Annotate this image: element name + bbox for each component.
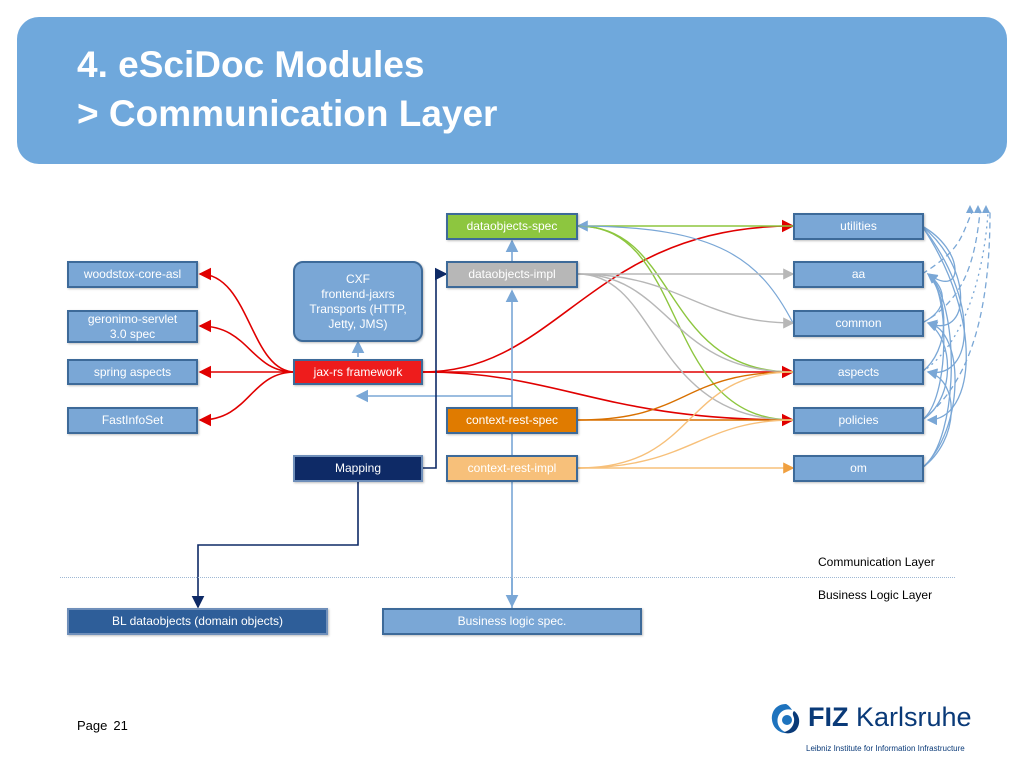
node-aa: aa: [793, 261, 924, 288]
node-mapping: Mapping: [293, 455, 423, 482]
jaxrs-right-dependencies: [422, 219, 795, 427]
page-title-line-2: > Communication Layer: [77, 93, 498, 134]
fiz-karlsruhe-logo: FIZ Karlsruhe Leibniz Institute for Info…: [770, 700, 1000, 760]
title-banner: 4. eSciDoc Modules > Communication Layer: [17, 17, 1007, 164]
page-label: Page: [77, 718, 108, 733]
spec-to-common: [577, 225, 794, 324]
context-rest-impl-dependencies: [577, 371, 795, 474]
jaxrs-left-dependencies: [198, 267, 296, 427]
page-number: Page 21: [77, 718, 134, 733]
node-geronimo: geronimo-servlet 3.0 spec: [67, 310, 198, 343]
node-utilities: utilities: [793, 213, 924, 240]
right-side-loops: [921, 205, 991, 469]
node-aspects: aspects: [793, 359, 924, 385]
layer-divider: [60, 577, 955, 578]
spec-dependencies: [576, 220, 794, 421]
page-number-value: 21: [113, 718, 128, 733]
node-om: om: [793, 455, 924, 482]
node-cxf: CXF frontend-jaxrs Transports (HTTP, Jet…: [293, 261, 423, 342]
logo-brand: FIZ: [808, 702, 849, 732]
business-logic-layer-label: Business Logic Layer: [818, 588, 933, 602]
node-woodstox: woodstox-core-asl: [67, 261, 198, 288]
node-context-rest-spec: context-rest-spec: [446, 407, 578, 434]
logo-tagline: Leibniz Institute for Information Infras…: [806, 744, 965, 753]
impl-dependencies: [577, 268, 795, 421]
center-vertical-link: [351, 239, 519, 608]
node-business-logic-spec: Business logic spec.: [382, 608, 642, 635]
node-policies: policies: [793, 407, 924, 434]
node-common: common: [793, 310, 924, 337]
communication-layer-label: Communication Layer: [818, 555, 935, 569]
mapping-links: [191, 267, 448, 609]
context-rest-spec-dependencies: [577, 371, 794, 421]
node-context-rest-impl: context-rest-impl: [446, 455, 578, 482]
node-spring-aspects: spring aspects: [67, 359, 198, 385]
node-bl-dataobjects: BL dataobjects (domain objects): [67, 608, 328, 635]
page-title-line-1: 4. eSciDoc Modules: [77, 44, 425, 85]
logo-name: Karlsruhe: [856, 702, 972, 732]
fiz-logo-icon: [771, 704, 800, 734]
node-jaxrs-framework: jax-rs framework: [293, 359, 423, 385]
node-dataobjects-impl: dataobjects-impl: [446, 261, 578, 288]
node-dataobjects-spec: dataobjects-spec: [446, 213, 578, 240]
node-fastinfoset: FastInfoSet: [67, 407, 198, 434]
